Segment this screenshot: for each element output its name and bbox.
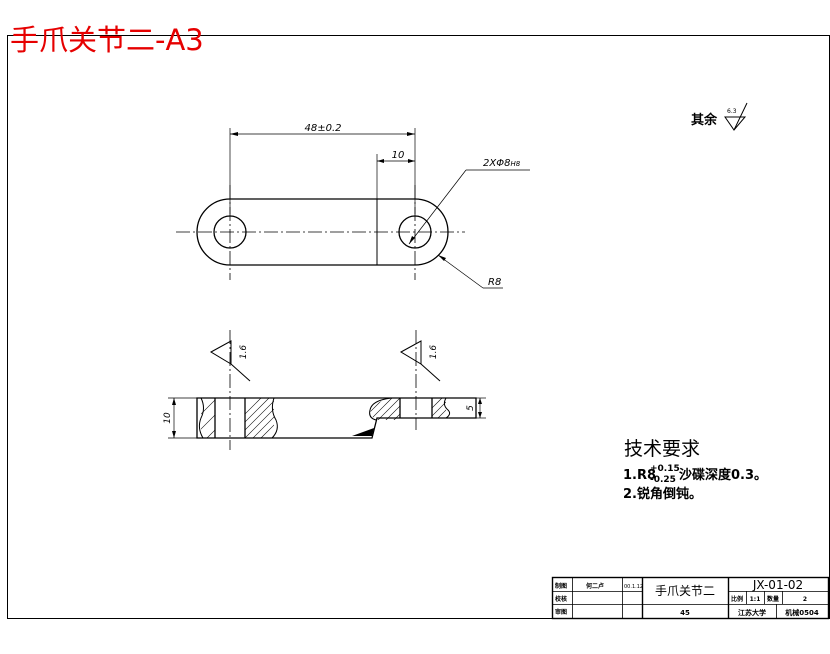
tb-role-approve: 审图 bbox=[555, 608, 567, 616]
dim-step-text: 10 bbox=[392, 150, 405, 161]
tb-date: 00.1.12 bbox=[624, 584, 643, 590]
dim-thickness-text: 10 bbox=[163, 412, 173, 424]
dim-arrow-thk-bot bbox=[172, 431, 176, 438]
requirement-1-tol-lower: -0.25 bbox=[650, 475, 676, 485]
section-break-right bbox=[369, 397, 393, 421]
dim-length-text: 48±0.2 bbox=[304, 123, 341, 134]
requirement-1-tol-upper: +0.15 bbox=[650, 464, 680, 474]
drawing-title: 手爪关节二-A3 bbox=[10, 23, 204, 57]
tb-role-check: 校核 bbox=[555, 595, 567, 603]
leader-radius-arrow bbox=[438, 255, 446, 261]
roughness-symbol-right: 1.6 bbox=[399, 340, 441, 382]
other-roughness-symbol bbox=[724, 102, 748, 131]
section-break-left bbox=[198, 397, 204, 439]
tb-part-name: 手爪关节二 bbox=[655, 584, 715, 598]
other-roughness-label: 其余 bbox=[691, 112, 718, 128]
dim-radius-text: R8 bbox=[488, 277, 501, 288]
requirement-2: 2.锐角倒钝。 bbox=[623, 486, 702, 502]
dim-holes-text: 2XΦ8H8 bbox=[483, 158, 521, 169]
top-view-outline bbox=[196, 198, 449, 266]
tb-class: 机械0504 bbox=[785, 608, 819, 617]
roughness-symbol-left: 1.6 bbox=[209, 340, 251, 382]
dim-arrow-thk-top bbox=[172, 398, 176, 405]
section-hatch-right-outer bbox=[370, 398, 400, 420]
top-view: 48±0.2 10 2XΦ8H8 R8 bbox=[176, 123, 530, 289]
dim-arrow-step-right bbox=[408, 159, 415, 163]
dim-arrow-right bbox=[407, 132, 415, 136]
requirement-1: 1.R8 bbox=[623, 468, 656, 483]
tb-drawing-no: JX-01-02 bbox=[752, 578, 803, 592]
title-block: 制图 校核 审图 何二卢 00.1.12 手爪关节二 JX-01-02 比例 1… bbox=[551, 576, 830, 620]
roughness-right-value: 1.6 bbox=[429, 345, 439, 360]
technical-requirements: 技术要求 1.R8 +0.15 -0.25 沙碟深度0.3。 2.锐角倒钝。 bbox=[623, 438, 767, 502]
other-roughness-value: 6.3 bbox=[727, 108, 737, 115]
leader-holes-arrow bbox=[409, 236, 415, 244]
other-roughness-note: 其余 6.3 bbox=[691, 102, 748, 131]
tb-school: 江苏大学 bbox=[738, 608, 766, 617]
section-break-far bbox=[443, 397, 451, 419]
tb-scale-value: 1:1 bbox=[750, 596, 761, 603]
requirement-1-suffix: 沙碟深度0.3。 bbox=[679, 467, 767, 483]
dim-arrow-depth-top bbox=[478, 398, 482, 404]
section-view: 10 5 1.6 1.6 bbox=[163, 330, 486, 450]
tb-role-draw: 制图 bbox=[555, 582, 567, 590]
tb-scale-label: 比例 bbox=[731, 595, 743, 603]
dim-arrow-left bbox=[230, 132, 238, 136]
section-outline bbox=[196, 397, 477, 439]
tb-qty-value: 2 bbox=[803, 596, 807, 603]
dim-step-depth-text: 5 bbox=[466, 405, 476, 411]
dim-arrow-depth-bot bbox=[478, 412, 482, 418]
leader-holes bbox=[408, 169, 467, 245]
tb-drafter: 何二卢 bbox=[586, 582, 604, 590]
leader-radius bbox=[437, 254, 484, 289]
tb-qty-label: 数量 bbox=[767, 595, 779, 603]
requirements-heading: 技术要求 bbox=[624, 438, 700, 460]
section-hatch-left-outer bbox=[201, 398, 215, 438]
section-step-shade bbox=[352, 428, 374, 436]
roughness-left-value: 1.6 bbox=[239, 345, 249, 360]
section-hatch-right-inner bbox=[432, 398, 446, 418]
section-break-mid bbox=[271, 397, 278, 439]
dim-arrow-step-left bbox=[377, 159, 384, 163]
tb-material: 45 bbox=[680, 609, 690, 617]
